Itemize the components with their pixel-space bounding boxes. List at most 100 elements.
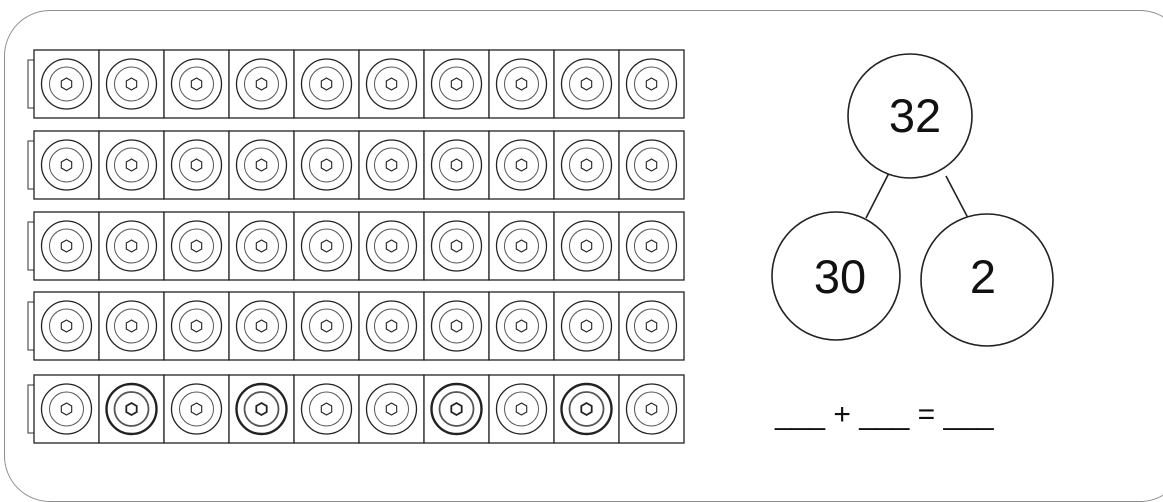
- cube-face: [229, 50, 294, 118]
- connector-left: [866, 173, 889, 218]
- cube-face: [554, 131, 619, 199]
- cube-face: [619, 292, 684, 360]
- cube-face: [34, 131, 99, 199]
- unifix-cube: [229, 375, 294, 443]
- cube-face: [99, 375, 164, 443]
- cube-face: [619, 50, 684, 118]
- cube-face: [164, 212, 229, 280]
- cube-face: [619, 131, 684, 199]
- unifix-cube: [554, 292, 619, 360]
- unifix-cube: [489, 50, 554, 118]
- cube-face: [34, 292, 99, 360]
- unifix-cube: [424, 50, 489, 118]
- unifix-cube: [359, 50, 424, 118]
- cube-face: [164, 375, 229, 443]
- cube-face: [164, 131, 229, 199]
- cube-face: [229, 292, 294, 360]
- cube-face: [424, 50, 489, 118]
- cube-row: [28, 375, 684, 443]
- unifix-cube: [554, 212, 619, 280]
- cube-face: [294, 375, 359, 443]
- unifix-cube: [229, 292, 294, 360]
- cube-face: [424, 375, 489, 443]
- cube-face: [359, 212, 424, 280]
- cube-face: [294, 131, 359, 199]
- unifix-cube: [489, 375, 554, 443]
- unifix-cube: [99, 212, 164, 280]
- cube-face: [554, 212, 619, 280]
- number-bond-connectors: [866, 173, 968, 218]
- cube-face: [164, 292, 229, 360]
- unifix-cube: [34, 375, 99, 443]
- unifix-cube: [164, 292, 229, 360]
- cube-face: [489, 50, 554, 118]
- unifix-cube: [554, 375, 619, 443]
- unifix-cube: [359, 375, 424, 443]
- unifix-cube: [619, 292, 684, 360]
- cube-face: [359, 50, 424, 118]
- cube-face: [229, 375, 294, 443]
- unifix-cube: [99, 292, 164, 360]
- unifix-cube: [164, 131, 229, 199]
- cube-face: [359, 131, 424, 199]
- unifix-cube: [554, 50, 619, 118]
- unifix-cube: [294, 50, 359, 118]
- unifix-cube: [359, 212, 424, 280]
- unifix-cube: [619, 131, 684, 199]
- cube-row: [28, 292, 684, 360]
- unifix-cube: [489, 292, 554, 360]
- unifix-cube: [294, 375, 359, 443]
- cube-face: [294, 50, 359, 118]
- unifix-cube: [229, 50, 294, 118]
- cube-face: [99, 131, 164, 199]
- cube-face: [554, 292, 619, 360]
- unifix-cube: [164, 50, 229, 118]
- unifix-cube: [294, 131, 359, 199]
- unifix-cube: [619, 375, 684, 443]
- part-left-number: 30: [785, 253, 895, 300]
- unifix-cube: [619, 50, 684, 118]
- cube-face: [489, 212, 554, 280]
- cube-face: [34, 375, 99, 443]
- part-right-number: 2: [928, 253, 1038, 300]
- cube-face: [359, 375, 424, 443]
- cube-face: [619, 212, 684, 280]
- cube-face: [99, 292, 164, 360]
- unifix-cube: [424, 292, 489, 360]
- cube-face: [294, 292, 359, 360]
- cube-face: [489, 131, 554, 199]
- cube-row: [28, 131, 684, 199]
- unifix-cube: [34, 212, 99, 280]
- cube-face: [34, 212, 99, 280]
- unifix-cube: [359, 131, 424, 199]
- unifix-cube: [424, 375, 489, 443]
- cube-face: [424, 131, 489, 199]
- cube-face: [359, 292, 424, 360]
- whole-number: 32: [860, 92, 970, 139]
- unifix-cube: [99, 375, 164, 443]
- unifix-cube: [619, 212, 684, 280]
- unifix-cube: [34, 131, 99, 199]
- unifix-cube: [99, 50, 164, 118]
- cube-face: [164, 50, 229, 118]
- unifix-cube: [229, 212, 294, 280]
- cube-face: [34, 50, 99, 118]
- unifix-cube: [489, 131, 554, 199]
- unifix-cube: [489, 212, 554, 280]
- cube-face: [554, 50, 619, 118]
- cube-face: [489, 292, 554, 360]
- unifix-cube: [99, 131, 164, 199]
- cube-face: [99, 50, 164, 118]
- unifix-cube: [554, 131, 619, 199]
- cube-face: [424, 212, 489, 280]
- unifix-cube: [34, 50, 99, 118]
- cube-face: [489, 375, 554, 443]
- unifix-cube: [294, 292, 359, 360]
- cube-face: [229, 212, 294, 280]
- unifix-cube: [424, 131, 489, 199]
- unifix-cube: [424, 212, 489, 280]
- cube-face: [619, 375, 684, 443]
- unifix-cube: [229, 131, 294, 199]
- unifix-cube: [164, 375, 229, 443]
- cube-row: [28, 50, 684, 118]
